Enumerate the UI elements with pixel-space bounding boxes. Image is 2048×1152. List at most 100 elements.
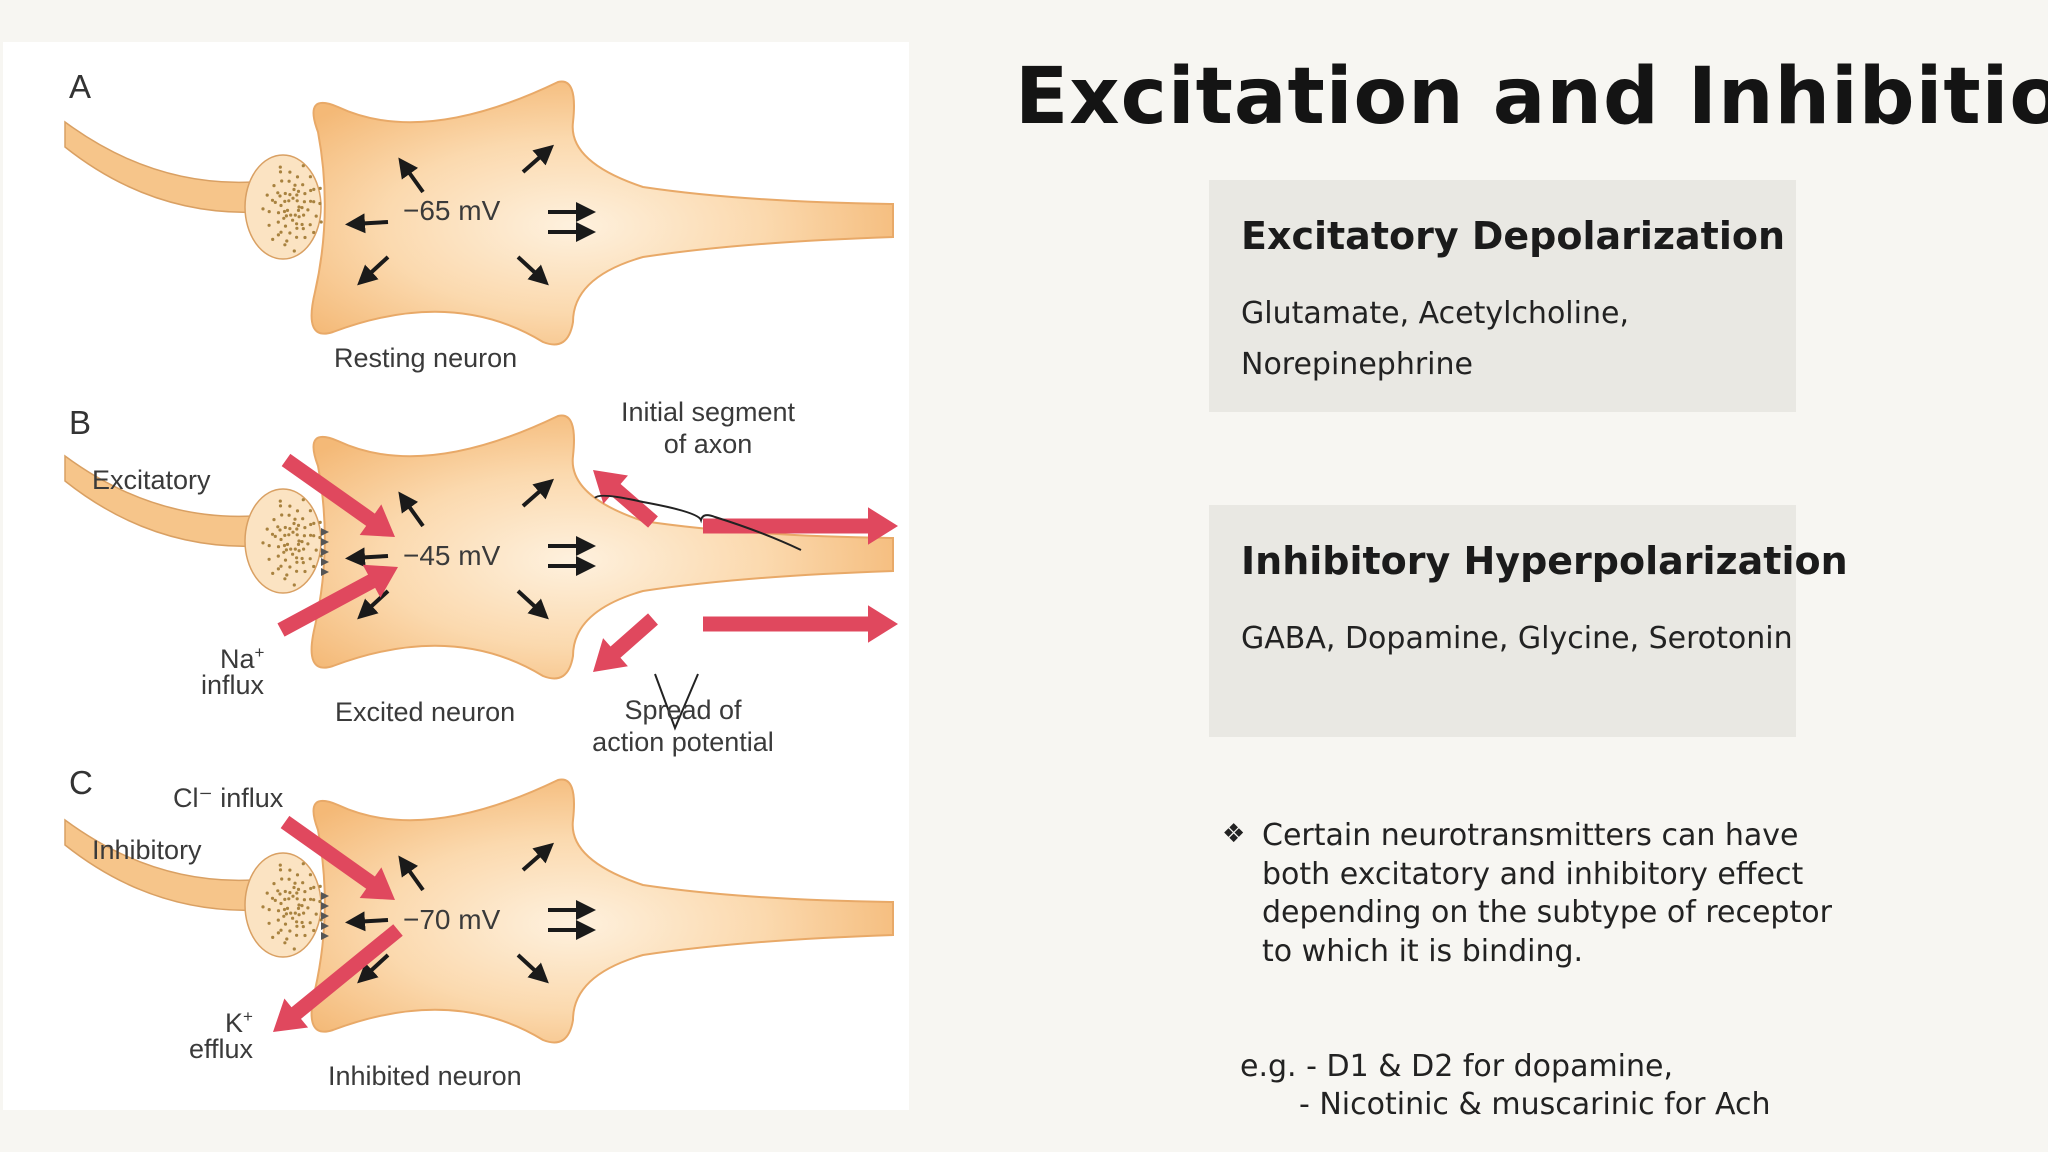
vesicle-dot	[312, 898, 316, 902]
vesicle-dot	[301, 561, 305, 565]
membrane-potential-c: −70 mV	[403, 904, 501, 935]
panel-a-resting-neuron	[64, 80, 894, 346]
vesicle-dot	[285, 906, 290, 911]
vesicle-dot	[287, 179, 291, 183]
label-k-efflux: efflux	[189, 1034, 254, 1064]
example-ach: - Nicotinic & muscarinic for Ach	[1299, 1087, 1771, 1122]
vesicle-dot	[295, 920, 299, 924]
vesicle-dot	[267, 223, 271, 227]
vesicle-dot	[285, 208, 290, 212]
vesicle-dot	[295, 873, 300, 877]
vesicle-dot	[271, 935, 275, 940]
vesicle-dot	[295, 897, 299, 901]
vesicle-dot	[293, 517, 297, 521]
field-arrow	[398, 157, 425, 194]
vesicle-dot	[293, 547, 297, 551]
vesicle-dot	[302, 911, 306, 915]
field-arrow	[516, 953, 549, 984]
receptor-marker	[321, 558, 329, 566]
vesicle-dot	[276, 233, 280, 237]
vesicle-dot	[314, 548, 318, 552]
vesicle-dot	[303, 192, 307, 196]
vesicle-dot	[287, 877, 291, 881]
vesicle-dot	[308, 223, 312, 227]
vesicle-dot	[297, 913, 301, 917]
vesicle-dot	[297, 549, 301, 553]
field-arrow	[357, 953, 390, 984]
vesicle-dot	[278, 170, 283, 174]
vesicle-dot	[288, 868, 292, 872]
excitatory-card-line: Norepinephrine	[1241, 347, 1473, 382]
vesicle-dot	[270, 532, 275, 536]
vesicle-dot	[282, 914, 286, 918]
na-influx-arrow	[277, 564, 398, 637]
vesicle-dot	[297, 215, 301, 219]
vesicle-dot	[309, 533, 313, 537]
postsynaptic-neuron	[310, 80, 894, 346]
initial-segment-brace	[594, 494, 802, 551]
field-arrow	[521, 842, 555, 872]
vesicle-dot	[312, 564, 316, 569]
vesicle-dot	[288, 929, 292, 933]
vesicle-dot	[300, 920, 304, 925]
vesicle-dot	[280, 877, 284, 881]
vesicle-dot	[279, 928, 283, 932]
vesicle-dot	[278, 892, 282, 896]
vesicle-dot	[318, 201, 322, 206]
vesicle-dot	[309, 199, 313, 203]
vesicle-dot	[278, 165, 282, 169]
vesicle-dot	[309, 886, 313, 891]
caption-inhibited-neuron: Inhibited neuron	[328, 1061, 522, 1091]
excitatory-card: Excitatory Depolarization Glutamate, Ace…	[1209, 180, 1796, 412]
vesicle-dot	[272, 184, 276, 188]
receptor-marker	[321, 892, 329, 900]
vesicle-dot	[276, 931, 280, 935]
vesicle-dot	[282, 550, 286, 554]
example-dopamine: e.g. - D1 & D2 for dopamine,	[1240, 1049, 1674, 1084]
vesicle-dot	[283, 243, 287, 247]
receptor-marker	[321, 548, 329, 556]
vesicle-dot	[296, 542, 301, 546]
vesicle-dot	[300, 556, 304, 561]
vesicle-dot	[301, 498, 305, 502]
postsynaptic-neuron	[310, 414, 894, 680]
vesicle-dot	[279, 564, 283, 568]
vesicle-dot	[288, 193, 292, 197]
vesicle-dot	[312, 885, 316, 890]
vesicle-dot	[278, 863, 282, 867]
vesicle-dot	[295, 891, 299, 895]
caption-excited-neuron: Excited neuron	[335, 697, 516, 727]
panel-b-excited-neuron	[64, 414, 898, 680]
vesicle-dot	[318, 186, 322, 190]
vesicle-dot	[292, 885, 296, 890]
label-initial-segment-line2: of axon	[663, 429, 753, 459]
vesicle-dot	[306, 208, 310, 212]
vesicle-dot	[279, 203, 283, 208]
field-arrow	[398, 491, 425, 528]
vesicle-dot	[295, 933, 299, 937]
vesicle-dot	[300, 222, 304, 227]
vesicle-dot	[289, 911, 293, 915]
label-k-charge: +	[243, 1007, 253, 1026]
vesicle-dot	[278, 194, 282, 198]
vesicle-dot	[318, 535, 322, 540]
vesicle-dot	[297, 903, 301, 907]
vesicle-dot	[285, 239, 289, 243]
field-arrow	[516, 255, 549, 286]
vesicle-dot	[272, 518, 276, 522]
synaptic-bouton	[244, 488, 322, 594]
vesicle-dot	[309, 188, 313, 193]
vesicle-dot	[282, 216, 286, 220]
field-arrow	[521, 144, 555, 174]
receptor-marker	[321, 528, 329, 536]
vesicle-dot	[297, 539, 301, 543]
vesicle-dot	[285, 542, 290, 546]
vesicle-dot	[283, 224, 288, 228]
vesicle-dot	[279, 230, 283, 234]
vesicle-dot	[293, 183, 297, 187]
field-arrow	[345, 911, 389, 932]
vesicle-dot	[312, 200, 316, 204]
inhibitory-card-body: GABA, Dopamine, Glycine, Serotonin	[1241, 613, 1793, 664]
vesicle-dot	[291, 916, 295, 920]
vesicle-dot	[267, 210, 271, 214]
